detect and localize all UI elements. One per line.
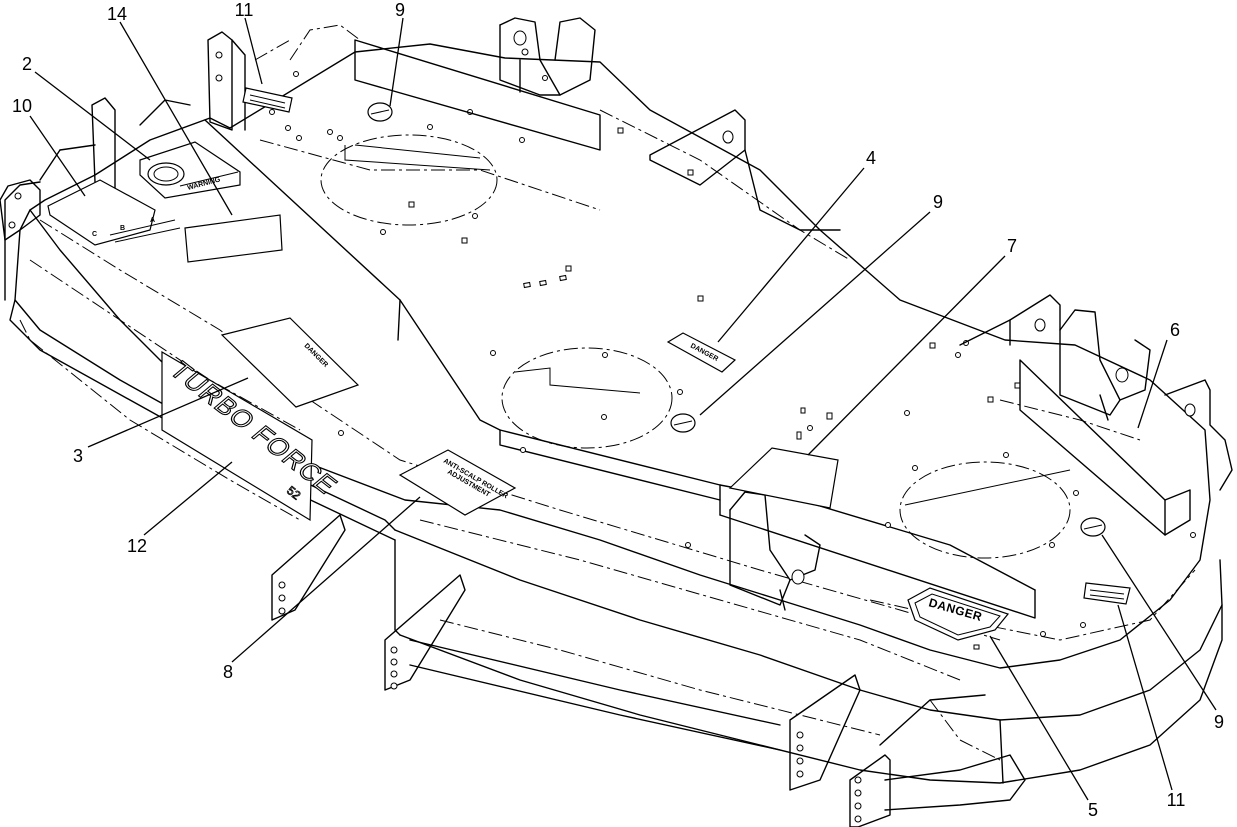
- belt-cover-2: WARNING: [139, 141, 241, 199]
- right-hitch-bracket: [1059, 309, 1151, 421]
- callout-c6: 6: [1170, 320, 1180, 340]
- decal-5-shield: DANGER: [907, 587, 1010, 641]
- callout-c9b: 9: [933, 192, 943, 212]
- roller-arm-3: [789, 674, 861, 791]
- rear-flap: [354, 39, 601, 151]
- callout-c5: 5: [1088, 800, 1098, 820]
- right-rear-side-bracket: [959, 294, 1061, 346]
- baffle: [1019, 359, 1191, 536]
- roller-tubes: [409, 639, 1026, 811]
- callout-c9a: 9: [395, 0, 405, 20]
- hidden-lines: [19, 24, 1196, 761]
- right-front-bracket: [1164, 379, 1233, 491]
- decal-10-mark-3: A: [150, 217, 155, 224]
- decal-11-right: [1083, 582, 1131, 605]
- decal-7: [728, 447, 839, 509]
- rear-hitch-bracket: [499, 17, 596, 96]
- roller-arm-1: [271, 514, 346, 621]
- decal-4-danger: DANGER: [666, 332, 737, 373]
- callout-c11a: 11: [235, 0, 254, 20]
- left-front-bracket: [0, 179, 41, 241]
- decal-10: C B A: [47, 179, 181, 246]
- decal-3-danger: DANGER: [220, 317, 360, 408]
- plate-holes: [269, 71, 1196, 650]
- center-hitch-bracket: [729, 491, 821, 611]
- roller-arm-4: [849, 754, 891, 827]
- cap-plug-top: [367, 102, 393, 122]
- decal-11-top: [242, 87, 293, 113]
- callout-c12: 12: [127, 536, 147, 556]
- callout-c14: 14: [107, 4, 127, 24]
- callout-c10: 10: [12, 96, 32, 116]
- callout-c11b: 11: [1167, 790, 1186, 810]
- right-rear-bracket: [649, 109, 841, 231]
- cap-plug-middle: [670, 413, 696, 433]
- callout-c8: 8: [223, 662, 233, 682]
- roller-arm-2: [384, 574, 466, 691]
- decal-8-anti-scalp: ANTI-SCALP ROLLER ADJUSTMENT: [398, 449, 517, 516]
- blade-openings: [320, 134, 1071, 559]
- left-rear-bracket: [207, 31, 246, 131]
- decal-10-mark: C: [92, 231, 97, 238]
- callout-labels: 14 11 9 2 10 4 9 7 6 3 12 8 9 11 5: [12, 0, 1224, 820]
- leader-lines: [29, 17, 1217, 801]
- callout-c4: 4: [866, 148, 876, 168]
- callout-c7: 7: [1007, 236, 1017, 256]
- decal-14: [184, 214, 283, 263]
- callout-c2: 2: [22, 54, 32, 74]
- callout-c9c: 9: [1214, 712, 1224, 732]
- decal-10-mark-2: B: [120, 225, 125, 232]
- cap-plug-right: [1080, 517, 1106, 537]
- callout-c3: 3: [73, 446, 83, 466]
- deck-body: [4, 43, 1223, 784]
